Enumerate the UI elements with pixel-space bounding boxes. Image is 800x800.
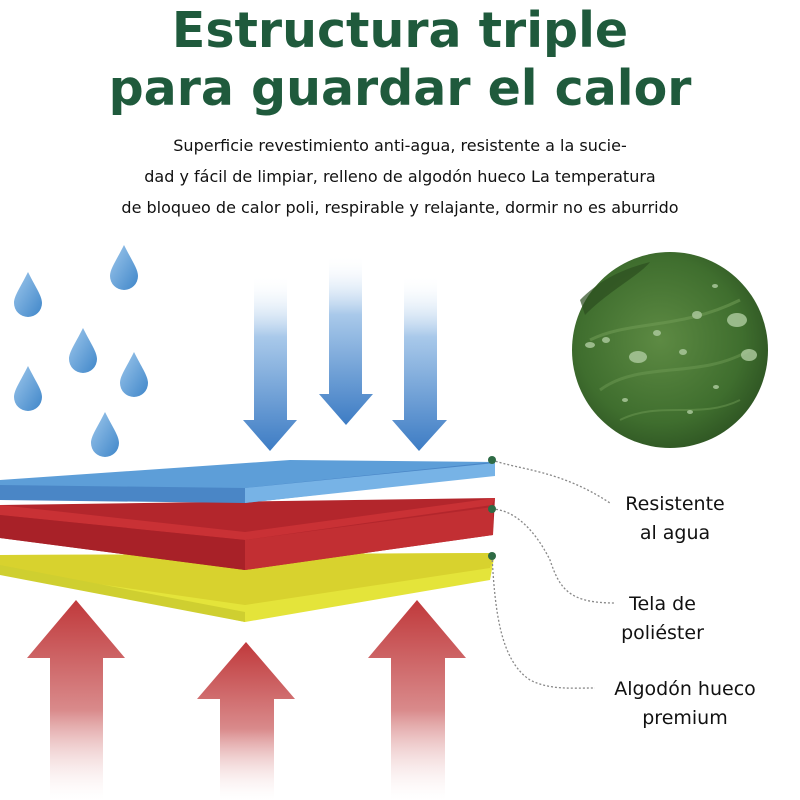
up-arrow-icon: [27, 600, 125, 800]
label-waterproof-line1: Resistente: [625, 493, 725, 515]
description-line2: dad y fácil de limpiar, relleno de algod…: [144, 167, 656, 186]
down-arrow-icon: [243, 275, 297, 451]
water-drop-icons: [14, 245, 148, 457]
label-cotton-line2: premium: [642, 707, 728, 729]
label-waterproof: Resistente al agua: [600, 490, 750, 548]
water-drop-icon: [110, 245, 138, 290]
connector-dot: [488, 505, 496, 513]
connector-dot: [488, 552, 496, 560]
layer-polyester: [0, 498, 495, 570]
down-arrow-icon: [392, 275, 447, 451]
page-title-line2: para guardar el calor: [108, 60, 692, 117]
page-title-line1: Estructura triple: [171, 2, 629, 59]
label-polyester-line2: poliéster: [621, 622, 704, 644]
water-drop-icon: [120, 352, 148, 397]
down-arrow-icon: [319, 255, 373, 425]
layer-cotton: [0, 553, 495, 622]
description-line1: Superficie revestimiento anti-agua, resi…: [173, 136, 627, 155]
water-drop-icon: [69, 328, 97, 373]
connector-dot: [488, 456, 496, 464]
connectors: [491, 459, 616, 689]
layer-waterproof: [0, 460, 495, 503]
fabric-sample-image: [572, 252, 768, 448]
label-polyester: Tela de poliéster: [600, 590, 725, 648]
down-arrow-icons: [243, 255, 447, 451]
description-line3: de bloqueo de calor poli, respirable y r…: [121, 198, 679, 217]
label-cotton-line1: Algodón hueco: [614, 678, 756, 700]
label-polyester-line1: Tela de: [629, 593, 696, 615]
label-waterproof-line2: al agua: [639, 522, 711, 544]
up-arrow-icon: [197, 642, 295, 800]
water-drop-icon: [14, 366, 42, 411]
water-drop-icon: [14, 272, 42, 317]
up-arrow-icon: [368, 600, 466, 800]
label-cotton: Algodón hueco premium: [590, 675, 780, 733]
connector-dots: [488, 456, 496, 560]
description: Superficie revestimiento anti-agua, resi…: [0, 130, 800, 223]
water-drop-icon: [91, 412, 119, 457]
up-arrow-icons: [27, 600, 466, 800]
